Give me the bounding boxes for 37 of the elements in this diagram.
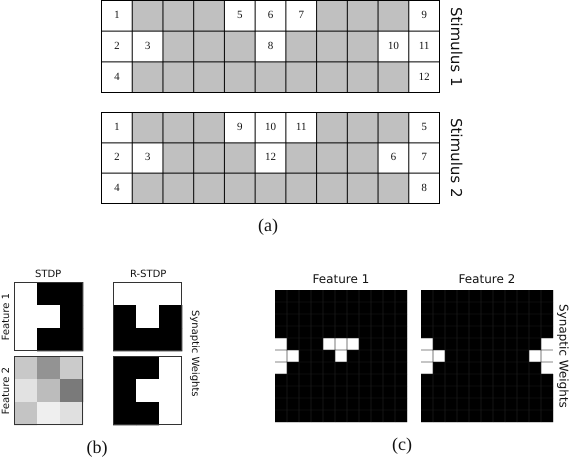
cell-number: 11 — [418, 40, 430, 52]
side-label: Synaptic Weights — [556, 304, 570, 408]
stimulus-label: Stimulus 2 — [447, 118, 465, 198]
cell-number: 4 — [114, 182, 120, 194]
cell-number: 12 — [418, 72, 430, 83]
cell-number: 4 — [114, 72, 120, 83]
cell-number: 5 — [237, 10, 243, 22]
cell-number: 3 — [144, 152, 150, 164]
row-header: Feature 2 — [1, 366, 13, 414]
column-header: STDP — [35, 269, 62, 281]
cell-number: 10 — [264, 122, 276, 134]
cell-number: 5 — [421, 122, 427, 134]
cell-number: 2 — [114, 152, 120, 164]
cell-number: 2 — [114, 40, 120, 52]
column-header: Feature 1 — [312, 272, 370, 286]
cell-number: 7 — [421, 152, 427, 164]
panel-label: (a) — [258, 215, 278, 237]
cell-number: 10 — [388, 40, 399, 52]
cell-number: 11 — [296, 122, 307, 134]
cell-number: 7 — [298, 10, 304, 22]
cell-number: 8 — [421, 182, 427, 194]
cell-number: 1 — [114, 122, 120, 134]
row-header: Feature 1 — [1, 292, 13, 340]
panel-label: (b) — [86, 437, 108, 459]
cell-number: 3 — [144, 40, 150, 52]
cell-number: 12 — [264, 152, 276, 164]
column-header: Feature 2 — [458, 272, 516, 286]
panel-label: (c) — [392, 434, 412, 456]
cell-number: 6 — [268, 10, 274, 22]
cell-number: 1 — [114, 10, 120, 22]
cell-number: 6 — [390, 152, 396, 164]
cell-number: 8 — [268, 40, 274, 52]
stimulus-label: Stimulus 1 — [447, 7, 465, 86]
cell-number: 9 — [421, 10, 427, 22]
column-header: R-STDP — [130, 269, 166, 281]
cell-number: 9 — [237, 122, 243, 134]
side-label: Synaptic Weights — [188, 310, 200, 396]
